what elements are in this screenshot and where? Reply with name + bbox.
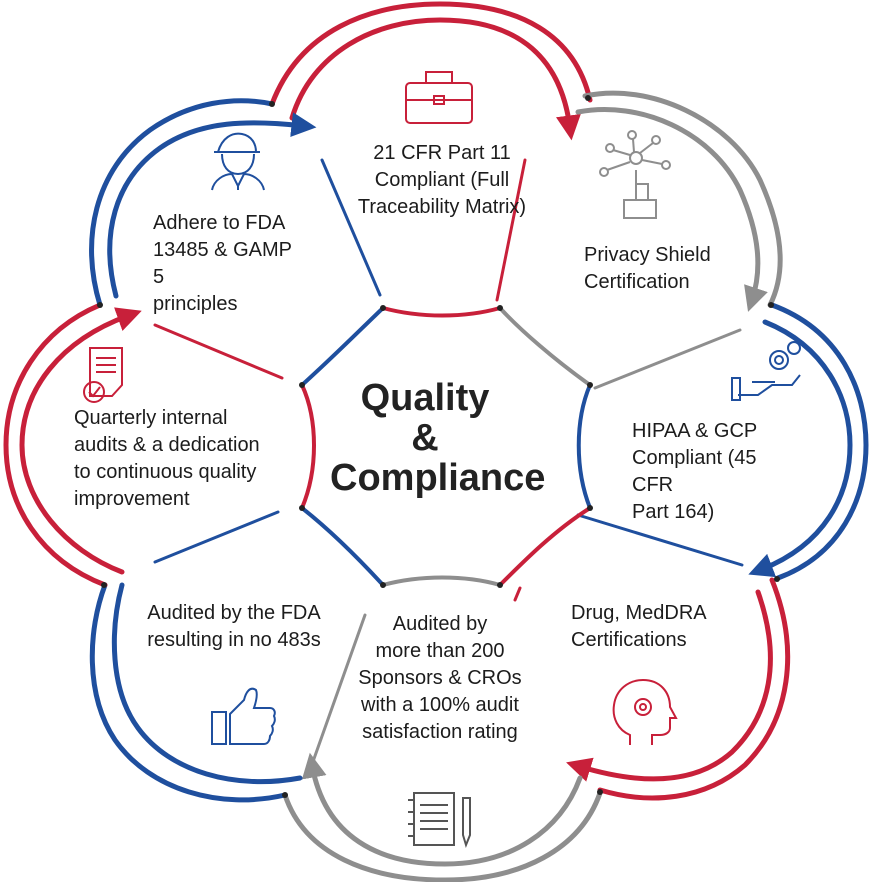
center-star-dots — [299, 305, 593, 588]
arc-tr-outer — [582, 90, 783, 308]
center-title: Quality & Compliance — [330, 377, 546, 499]
arc-right-inner — [748, 319, 853, 578]
arc-bottom-inner — [301, 752, 583, 867]
outer-arcs — [3, 1, 869, 882]
petal-label-quarterly-audits: Quarterly internal audits & a dedication… — [74, 407, 260, 510]
petal-label-fda-13485: Adhere to FDA 13485 & GAMP 5 principles — [153, 212, 292, 315]
outer-joints — [97, 95, 780, 798]
petal-label-hipaa: HIPAA & GCP Compliant (45 CFR Part 164) — [632, 420, 758, 523]
petal-label-meddra: Drug, MedDRA Certifications — [571, 602, 707, 651]
arc-br-inner — [566, 589, 773, 782]
arc-bottom-outer — [282, 790, 603, 882]
arc-bl-inner — [111, 582, 303, 785]
network-touch-icon — [599, 130, 671, 219]
inspector-icon — [211, 132, 265, 191]
head-gear-icon — [612, 678, 678, 745]
petal-label-sponsors-audit: Audited by more than 200 Sponsors & CROs… — [358, 613, 522, 743]
notebook-pen-icon — [408, 792, 471, 849]
arc-br-outer — [597, 577, 791, 801]
arc-tl-inner — [107, 112, 317, 299]
arc-top-outer — [269, 1, 593, 107]
hand-gear-icon — [731, 341, 801, 401]
petal-label-fda-audit: Audited by the FDA resulting in no 483s — [147, 602, 321, 651]
arc-left-inner — [19, 307, 142, 575]
arc-right-outer — [769, 302, 869, 581]
briefcase-icon — [405, 71, 473, 124]
thumbs-up-icon — [211, 687, 276, 745]
arc-top-inner — [289, 17, 581, 141]
arc-bl-outer — [89, 582, 288, 803]
checklist-icon — [83, 347, 123, 403]
arc-tl-outer — [89, 98, 275, 308]
arc-left-outer — [3, 302, 108, 588]
center-star — [300, 306, 592, 587]
petal-label-21-cfr: 21 CFR Part 11 Compliant (Full Traceabil… — [357, 142, 527, 218]
divider-lines — [153, 158, 744, 772]
petal-label-privacy-shield: Privacy Shield Certification — [584, 244, 711, 293]
arc-tr-inner — [575, 107, 768, 312]
